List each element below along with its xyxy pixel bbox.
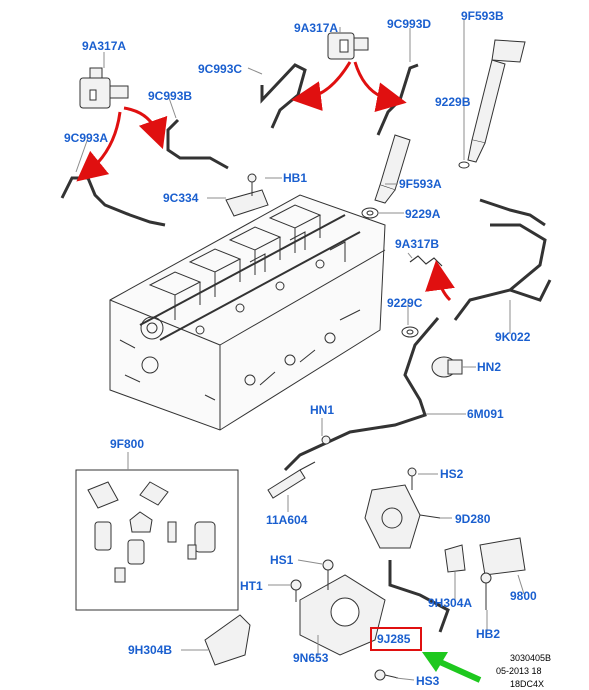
feed-pipe-9J285-illustration xyxy=(388,560,450,633)
bracket-9H304B-illustration xyxy=(204,614,251,666)
callout-HT1: HT1 xyxy=(240,579,263,593)
injector-9F593A-illustration xyxy=(374,134,411,204)
callout-9800: 9800 xyxy=(510,589,537,603)
callout-11A604: 11A604 xyxy=(266,513,308,527)
callout-HS1: HS1 xyxy=(270,553,294,567)
callout-9C993C: 9C993C xyxy=(198,62,243,76)
stamp-line-3: 18DC4X xyxy=(510,679,545,689)
washer-9229B-illustration xyxy=(458,161,470,169)
bracket-9C334-illustration xyxy=(225,173,269,217)
fuel-pipe-9C993C-illustration xyxy=(260,63,307,129)
cylinder-head-illustration xyxy=(109,194,386,431)
callout-9F593B: 9F593B xyxy=(461,9,504,23)
sensor-left-illustration xyxy=(79,67,129,109)
green-pointer-arrow xyxy=(422,652,482,683)
callout-9C993A: 9C993A xyxy=(64,131,109,145)
parts-kit-9F800-illustration xyxy=(75,469,239,611)
stamp-line-2: 05-2013 18 xyxy=(496,666,542,676)
callout-9229C: 9229C xyxy=(387,296,423,310)
callout-9H304B: 9H304B xyxy=(128,643,173,657)
callout-HB2: HB2 xyxy=(476,627,501,641)
highlight-box xyxy=(370,627,422,651)
callout-HN2: HN2 xyxy=(477,360,502,374)
return-line-6M091-illustration xyxy=(283,317,440,472)
callout-9C993D: 9C993D xyxy=(387,17,432,31)
callout-9A317B: 9A317B xyxy=(395,237,440,251)
sensor-HN2-illustration xyxy=(431,356,463,378)
callout-9C993B: 9C993B xyxy=(148,89,193,103)
callout-9D280: 9D280 xyxy=(455,512,491,526)
washer-9229A-illustration xyxy=(361,207,379,219)
callout-9N653: 9N653 xyxy=(293,651,329,665)
sensor-top-illustration xyxy=(327,32,369,60)
callout-9F593A: 9F593A xyxy=(399,177,442,191)
callout-9F800: 9F800 xyxy=(110,437,145,451)
callout-9J285-highlighted: 9J285 xyxy=(377,632,411,646)
injector-9F593B-illustration xyxy=(467,39,526,163)
glow-plug-11A604-illustration xyxy=(267,461,316,499)
callout-HB1: HB1 xyxy=(283,171,308,185)
callout-9C334: 9C334 xyxy=(163,191,199,205)
bracket-9H304A-illustration xyxy=(444,544,466,573)
callout-9229B: 9229B xyxy=(435,95,471,109)
callout-9A317A-top: 9A317A xyxy=(294,21,339,35)
callout-6M091: 6M091 xyxy=(467,407,504,421)
callout-9A317A-left: 9A317A xyxy=(82,39,127,53)
red-arrows xyxy=(76,61,455,302)
mount-9N653-illustration xyxy=(299,574,386,656)
callout-9229A: 9229A xyxy=(405,207,441,221)
fuel-pipe-9C993D-illustration xyxy=(376,63,419,136)
callout-9K022: 9K022 xyxy=(495,330,531,344)
callout-HS2: HS2 xyxy=(440,467,464,481)
bolt-illustrations xyxy=(290,435,492,681)
callout-HS3: HS3 xyxy=(416,674,440,688)
bracket-9800-illustration xyxy=(479,537,526,576)
fuel-pipe-9C993A-illustration xyxy=(60,176,166,227)
fuel-pump-9D280-illustration xyxy=(364,484,441,549)
washer-9229C-illustration xyxy=(401,326,419,338)
callout-9H304A: 9H304A xyxy=(428,596,473,610)
clip-9A317B-illustration xyxy=(409,255,443,267)
wiring-harness-9K022-illustration xyxy=(453,198,552,321)
callout-HN1: HN1 xyxy=(310,403,335,417)
fuel-pipe-9C993B-illustration xyxy=(166,118,229,170)
stamp-line-1: 3030405B xyxy=(510,653,552,663)
